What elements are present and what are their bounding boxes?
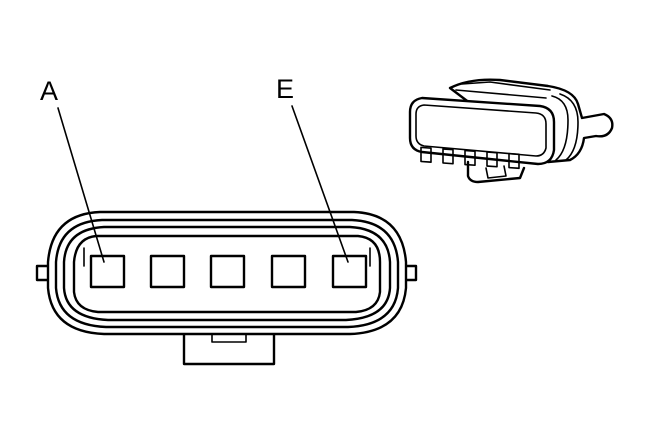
terminal-c: [209, 254, 246, 289]
iso-seal-ring-2: [559, 93, 579, 161]
terminal-b: [149, 254, 186, 289]
callout-a-label: A: [40, 76, 58, 106]
iso-terminal-e: [508, 152, 520, 170]
callout-e-leader: [291, 105, 349, 263]
iso-front-face-inner: [415, 104, 547, 157]
callout-a: A: [40, 76, 105, 263]
connector-shell-ridge-2: [62, 225, 392, 322]
iso-terminal-d: [486, 151, 498, 168]
callout-e: E: [276, 74, 349, 263]
iso-terminal-a: [420, 146, 432, 163]
connector-isometric-view: [408, 78, 614, 184]
bottom-latch-detail: [211, 329, 247, 343]
connector-shell-ridge-1: [54, 218, 400, 329]
callout-a-leader: [57, 107, 105, 263]
iso-terminal-b: [442, 148, 454, 165]
terminal-cavity: [72, 234, 382, 314]
terminal-d: [270, 254, 307, 289]
iso-seal-ring-1: [551, 95, 569, 161]
connector-face-view: [35, 210, 418, 366]
iso-top-ridge-2: [461, 81, 551, 91]
iso-bottom-latch-inner: [485, 165, 507, 179]
callout-e-label: E: [276, 74, 294, 104]
iso-bottom-latch: [466, 160, 526, 184]
bottom-latch: [182, 328, 276, 366]
iso-terminal-c: [464, 149, 476, 167]
connector-outer-shell: [46, 210, 408, 336]
terminal-a: [89, 254, 126, 289]
terminal-e: [331, 254, 368, 289]
iso-top-ridge: [455, 89, 547, 99]
